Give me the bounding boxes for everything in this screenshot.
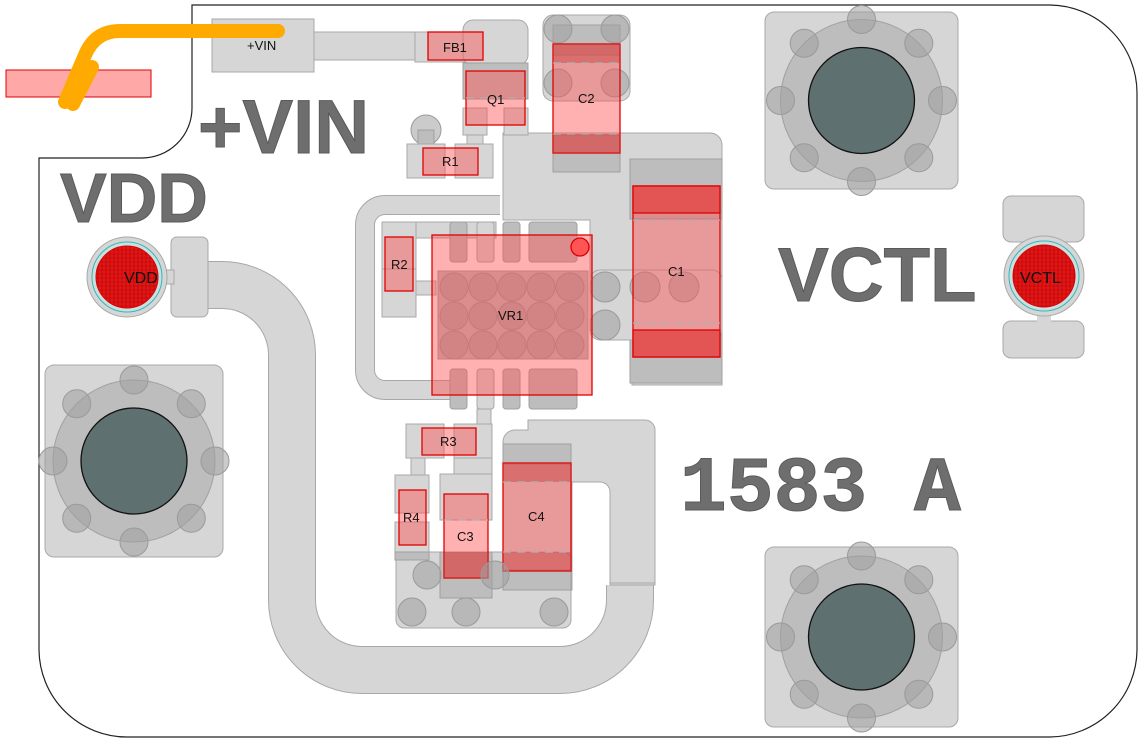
thermal-via [468,330,498,360]
r3-label: R3 [440,434,457,449]
mount-via [904,28,934,58]
vr1-label: VR1 [498,308,523,323]
drill-hole [807,583,916,691]
component-vr1[interactable]: VR1 [431,221,593,410]
c1-label: C1 [668,264,685,279]
mount-via [62,389,92,419]
mount-via [766,86,795,115]
silk-vctl: VCTL [778,233,976,318]
mount-via [119,527,149,557]
c3-label: C3 [457,529,474,544]
jumper-wire [58,24,285,111]
thermal-via [497,272,527,302]
mount-via [789,679,819,709]
fb1-label: FB1 [443,40,467,55]
mount-via [38,446,68,476]
mount-via [200,446,230,476]
mount-via [766,622,795,652]
component-c4[interactable]: C4 [502,443,572,591]
vctl-test-point[interactable]: VCTL [1002,195,1085,359]
thermal-via [555,301,585,331]
thermal-via [468,301,498,331]
vdd-test-point[interactable]: VDD [86,236,209,318]
mount-hole-bottom-right[interactable] [764,541,959,733]
r2-label: R2 [391,257,408,272]
c2-label: C2 [578,91,595,106]
mount-via [928,622,957,652]
mount-via [904,143,934,173]
r4-label: R4 [403,510,420,525]
thermal-via [555,272,585,302]
mount-via [904,679,934,709]
drill-hole [807,46,916,155]
mount-via [847,5,876,34]
silk-vin: +VIN [198,85,369,170]
thermal-via [555,330,585,360]
mount-via [847,703,876,733]
component-r3[interactable]: R3 [405,408,493,459]
thermal-via [439,301,469,331]
thermal-via [497,330,527,360]
mount-via [847,167,876,196]
pin1-marker [570,237,590,257]
component-fb1[interactable]: FB1 [414,19,529,66]
mount-via [847,541,876,571]
vdd-trace [198,261,654,694]
mount-via [789,28,819,58]
q1-label: Q1 [487,92,504,107]
mount-via [789,565,819,595]
mount-via [789,143,819,173]
thermal-via [439,330,469,360]
mount-hole-top-right[interactable] [764,5,959,196]
mount-via [176,389,206,419]
vctl-tp-label: VCTL [1020,270,1061,287]
vr1-top-pins [449,221,578,263]
r1-label: R1 [442,154,459,169]
vin-trace [312,31,419,61]
component-c1[interactable]: C1 [589,158,723,384]
silk-vdd: VDD [60,159,208,237]
mount-via [904,565,934,595]
mount-via [176,503,206,533]
thermal-via [526,272,556,302]
thermal-via [526,301,556,331]
component-r4[interactable]: R4 [394,474,430,561]
vr1-bottom-pins [449,368,578,410]
mount-via [928,86,957,115]
thermal-via [526,330,556,360]
component-c2[interactable]: C2 [542,14,631,173]
c4-label: C4 [528,509,545,524]
silk-board-id: 1583 A [680,446,961,534]
component-q1[interactable]: Q1 [462,62,529,148]
mount-via [119,365,149,395]
thermal-via [468,272,498,302]
bottom-vias [397,560,569,627]
drill-hole [80,407,188,515]
vr1-thermal-vias [439,272,585,360]
vdd-tp-label: VDD [124,270,158,287]
mount-via [62,503,92,533]
component-r1[interactable]: R1 [406,114,494,179]
vin-pad-label: +VIN [247,38,276,53]
thermal-via [439,272,469,302]
thermal-via [497,301,527,331]
mount-hole-left[interactable] [38,364,230,558]
